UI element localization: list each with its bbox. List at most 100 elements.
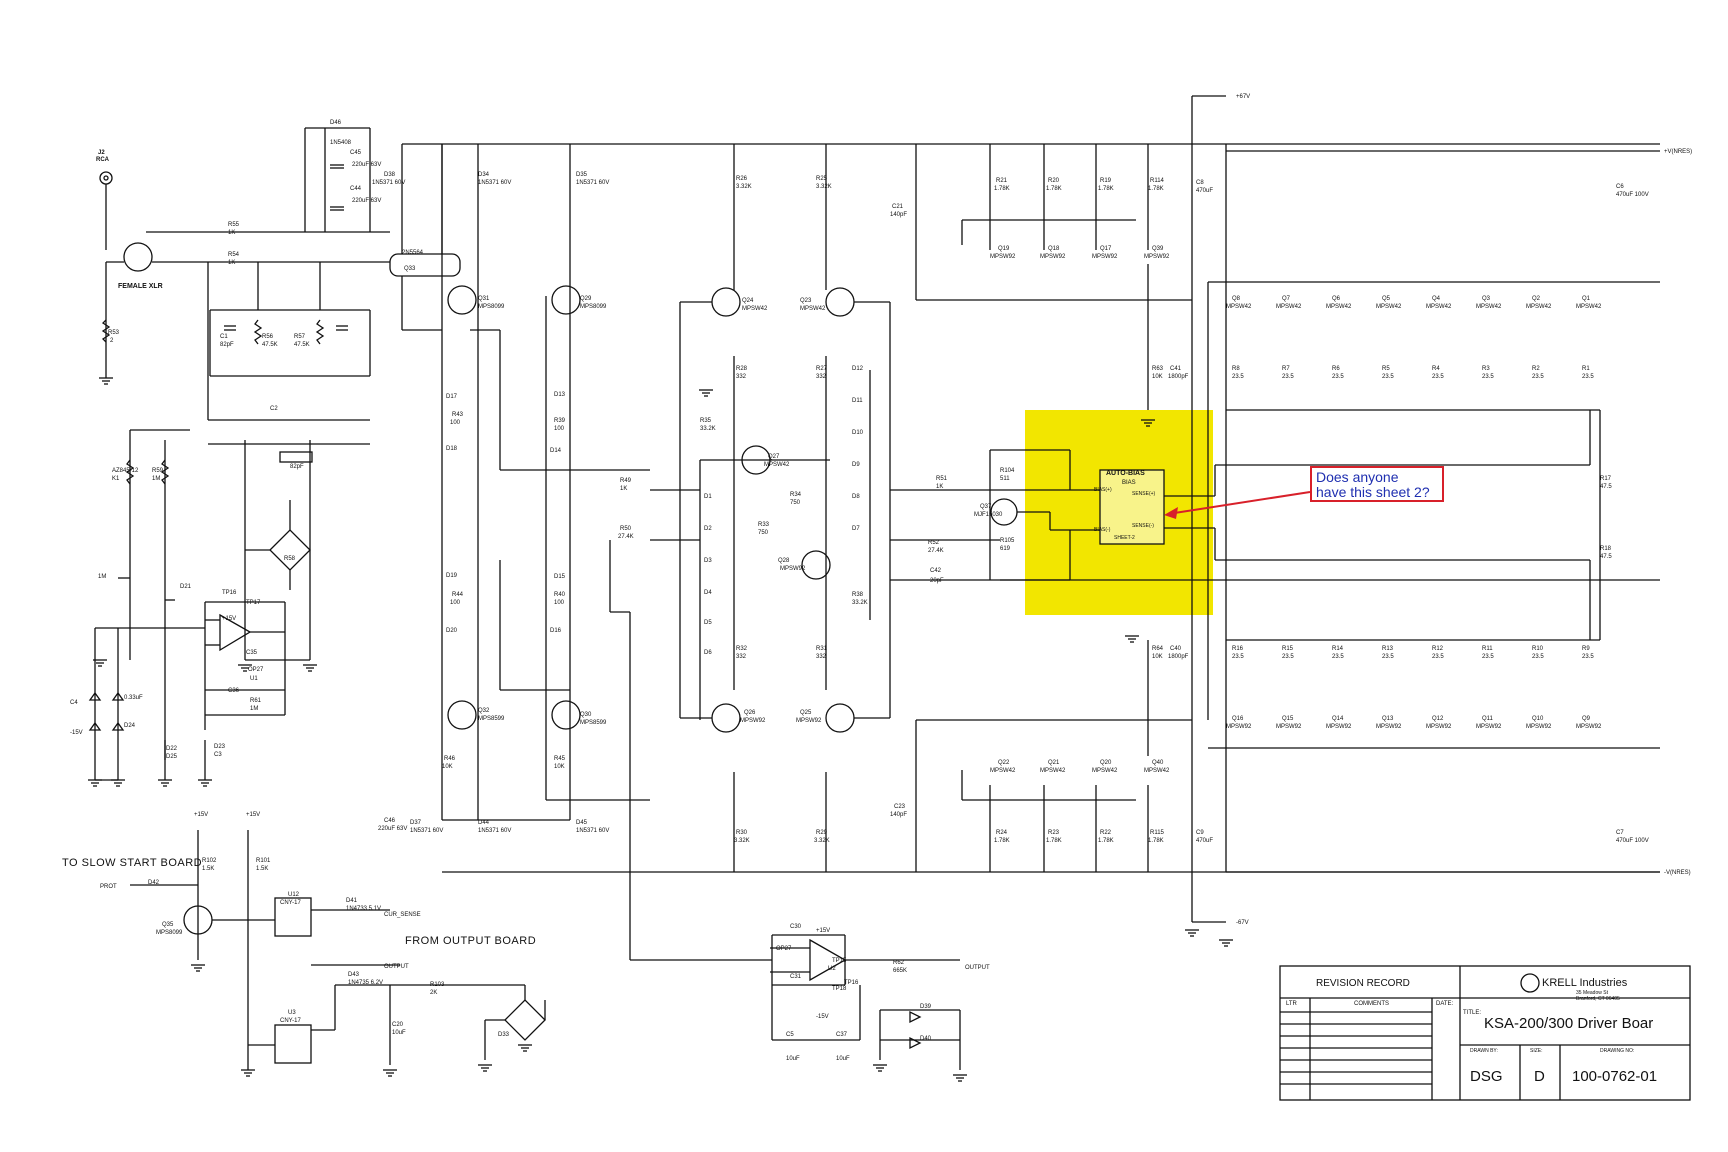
component-label: CNY-17	[280, 900, 301, 906]
component-label: MPSW42	[764, 462, 790, 468]
component-label: R53	[108, 330, 120, 336]
component-label: R62	[893, 960, 905, 966]
component-label: OUTPUT	[965, 965, 990, 971]
component-label: 23.5	[1582, 654, 1594, 660]
component-label: D45	[576, 820, 588, 826]
component-label: TP18	[832, 986, 847, 992]
component-label: 82pF	[290, 464, 304, 470]
component-label: Q32	[478, 708, 490, 714]
component-label: MPS8099	[580, 304, 607, 310]
component-label: 23.5	[1232, 374, 1244, 380]
component-label: R1	[1582, 366, 1590, 372]
component-label: 47.5K	[294, 342, 310, 348]
component-label: D6	[704, 650, 712, 656]
component-label: MPSW42	[1226, 304, 1252, 310]
component-label: R12	[1432, 646, 1444, 652]
component-label: 470uF	[1196, 838, 1214, 844]
auto-bias-sheet: SHEET-2	[1114, 535, 1135, 541]
component-label: R31	[816, 646, 828, 652]
component-label: C40	[1170, 646, 1182, 652]
component-label: 1N5371 60V	[576, 828, 610, 834]
component-label: MPSW92	[1376, 724, 1402, 730]
component-label: R104	[1000, 468, 1015, 474]
component-label: MPSW42	[1040, 768, 1066, 774]
component-label: -15V	[816, 1014, 829, 1020]
component-label: 100	[450, 420, 461, 426]
component-label: D37	[410, 820, 422, 826]
component-label: R23	[1048, 830, 1060, 836]
component-label: R21	[996, 178, 1008, 184]
component-label: MPSW42	[1426, 304, 1452, 310]
component-label: 1N5371 60V	[410, 828, 444, 834]
component-label: MPSW92	[1426, 724, 1452, 730]
component-label: 1N5371 60V	[478, 180, 512, 186]
component-label: 33.2K	[700, 426, 716, 432]
component-label: R63	[1152, 366, 1164, 372]
component-label: C6	[1616, 184, 1624, 190]
component-label: D25	[166, 754, 178, 760]
component-label: 27.4K	[618, 534, 634, 540]
component-label: Q13	[1382, 716, 1394, 722]
component-label: MJF15030	[974, 512, 1003, 518]
rail-n67-label: -67V	[1236, 920, 1249, 926]
component-label: 1.5K	[202, 866, 215, 872]
component-label: R45	[554, 756, 566, 762]
component-label: 23.5	[1282, 374, 1294, 380]
callout-line-2: have this sheet 2?	[1316, 484, 1430, 500]
component-label: 23.5	[1432, 374, 1444, 380]
component-label: D5	[704, 620, 712, 626]
component-label: 23.5	[1282, 654, 1294, 660]
component-label: 1800pF	[1168, 374, 1189, 380]
component-label: R19	[1100, 178, 1112, 184]
component-label: PROT	[100, 884, 117, 890]
component-label: 1K	[228, 230, 236, 236]
component-label: D12	[852, 366, 864, 372]
component-label: 10K	[554, 764, 565, 770]
component-label: 1N5371 60V	[478, 828, 512, 834]
component-label: MPSW42	[1376, 304, 1402, 310]
component-label: MPS8099	[156, 930, 183, 936]
component-label: 100	[554, 426, 565, 432]
component-label: Q39	[1152, 246, 1164, 252]
component-label: 23.5	[1382, 374, 1394, 380]
revision-record-label: REVISION RECORD	[1316, 978, 1410, 989]
component-label: K1	[112, 476, 120, 482]
component-label: Q5	[1382, 296, 1391, 302]
rail-neg-label: -V(NRES)	[1664, 870, 1691, 876]
component-label: Q27	[768, 454, 780, 460]
component-label: R11	[1482, 646, 1493, 652]
component-label: C20	[392, 1022, 404, 1028]
component-label: 10K	[1152, 374, 1163, 380]
component-label: R64	[1152, 646, 1164, 652]
component-label: 332	[736, 654, 747, 660]
component-label: C35	[246, 650, 258, 656]
component-label: D38	[384, 172, 396, 178]
from-output-heading: FROM OUTPUT BOARD	[405, 935, 537, 947]
component-label: 23.5	[1382, 654, 1394, 660]
auto-bias-subtitle: BIAS	[1122, 480, 1136, 486]
auto-bias-pin: BIAS(-)	[1094, 527, 1111, 533]
component-label: D16	[550, 628, 562, 634]
component-label: Q4	[1432, 296, 1441, 302]
component-label: +15V	[194, 812, 209, 818]
rail-p67-label: +67V	[1236, 94, 1251, 100]
component-label: MPSW42	[1144, 768, 1170, 774]
component-label: C5	[786, 1032, 794, 1038]
component-label: R44	[452, 592, 464, 598]
component-label: R115	[1150, 830, 1164, 836]
component-label: Q33	[404, 266, 416, 272]
component-label: 220uF 63V	[378, 826, 408, 832]
component-label: 23.5	[1532, 374, 1544, 380]
component-label: 750	[790, 500, 801, 506]
drawn-by-label: DRAWN BY:	[1470, 1048, 1498, 1054]
component-label: 220uF 63V	[352, 162, 382, 168]
component-label: OP27	[248, 667, 264, 673]
component-label: R29	[816, 830, 828, 836]
title-label: TITLE:	[1463, 1010, 1482, 1016]
component-label: MPSW92	[740, 718, 766, 724]
component-label: 1N5408	[330, 140, 352, 146]
component-label: R56	[262, 334, 274, 340]
component-label: U12	[288, 892, 300, 898]
component-label: D44	[478, 820, 490, 826]
component-label: Q8	[1232, 296, 1241, 302]
